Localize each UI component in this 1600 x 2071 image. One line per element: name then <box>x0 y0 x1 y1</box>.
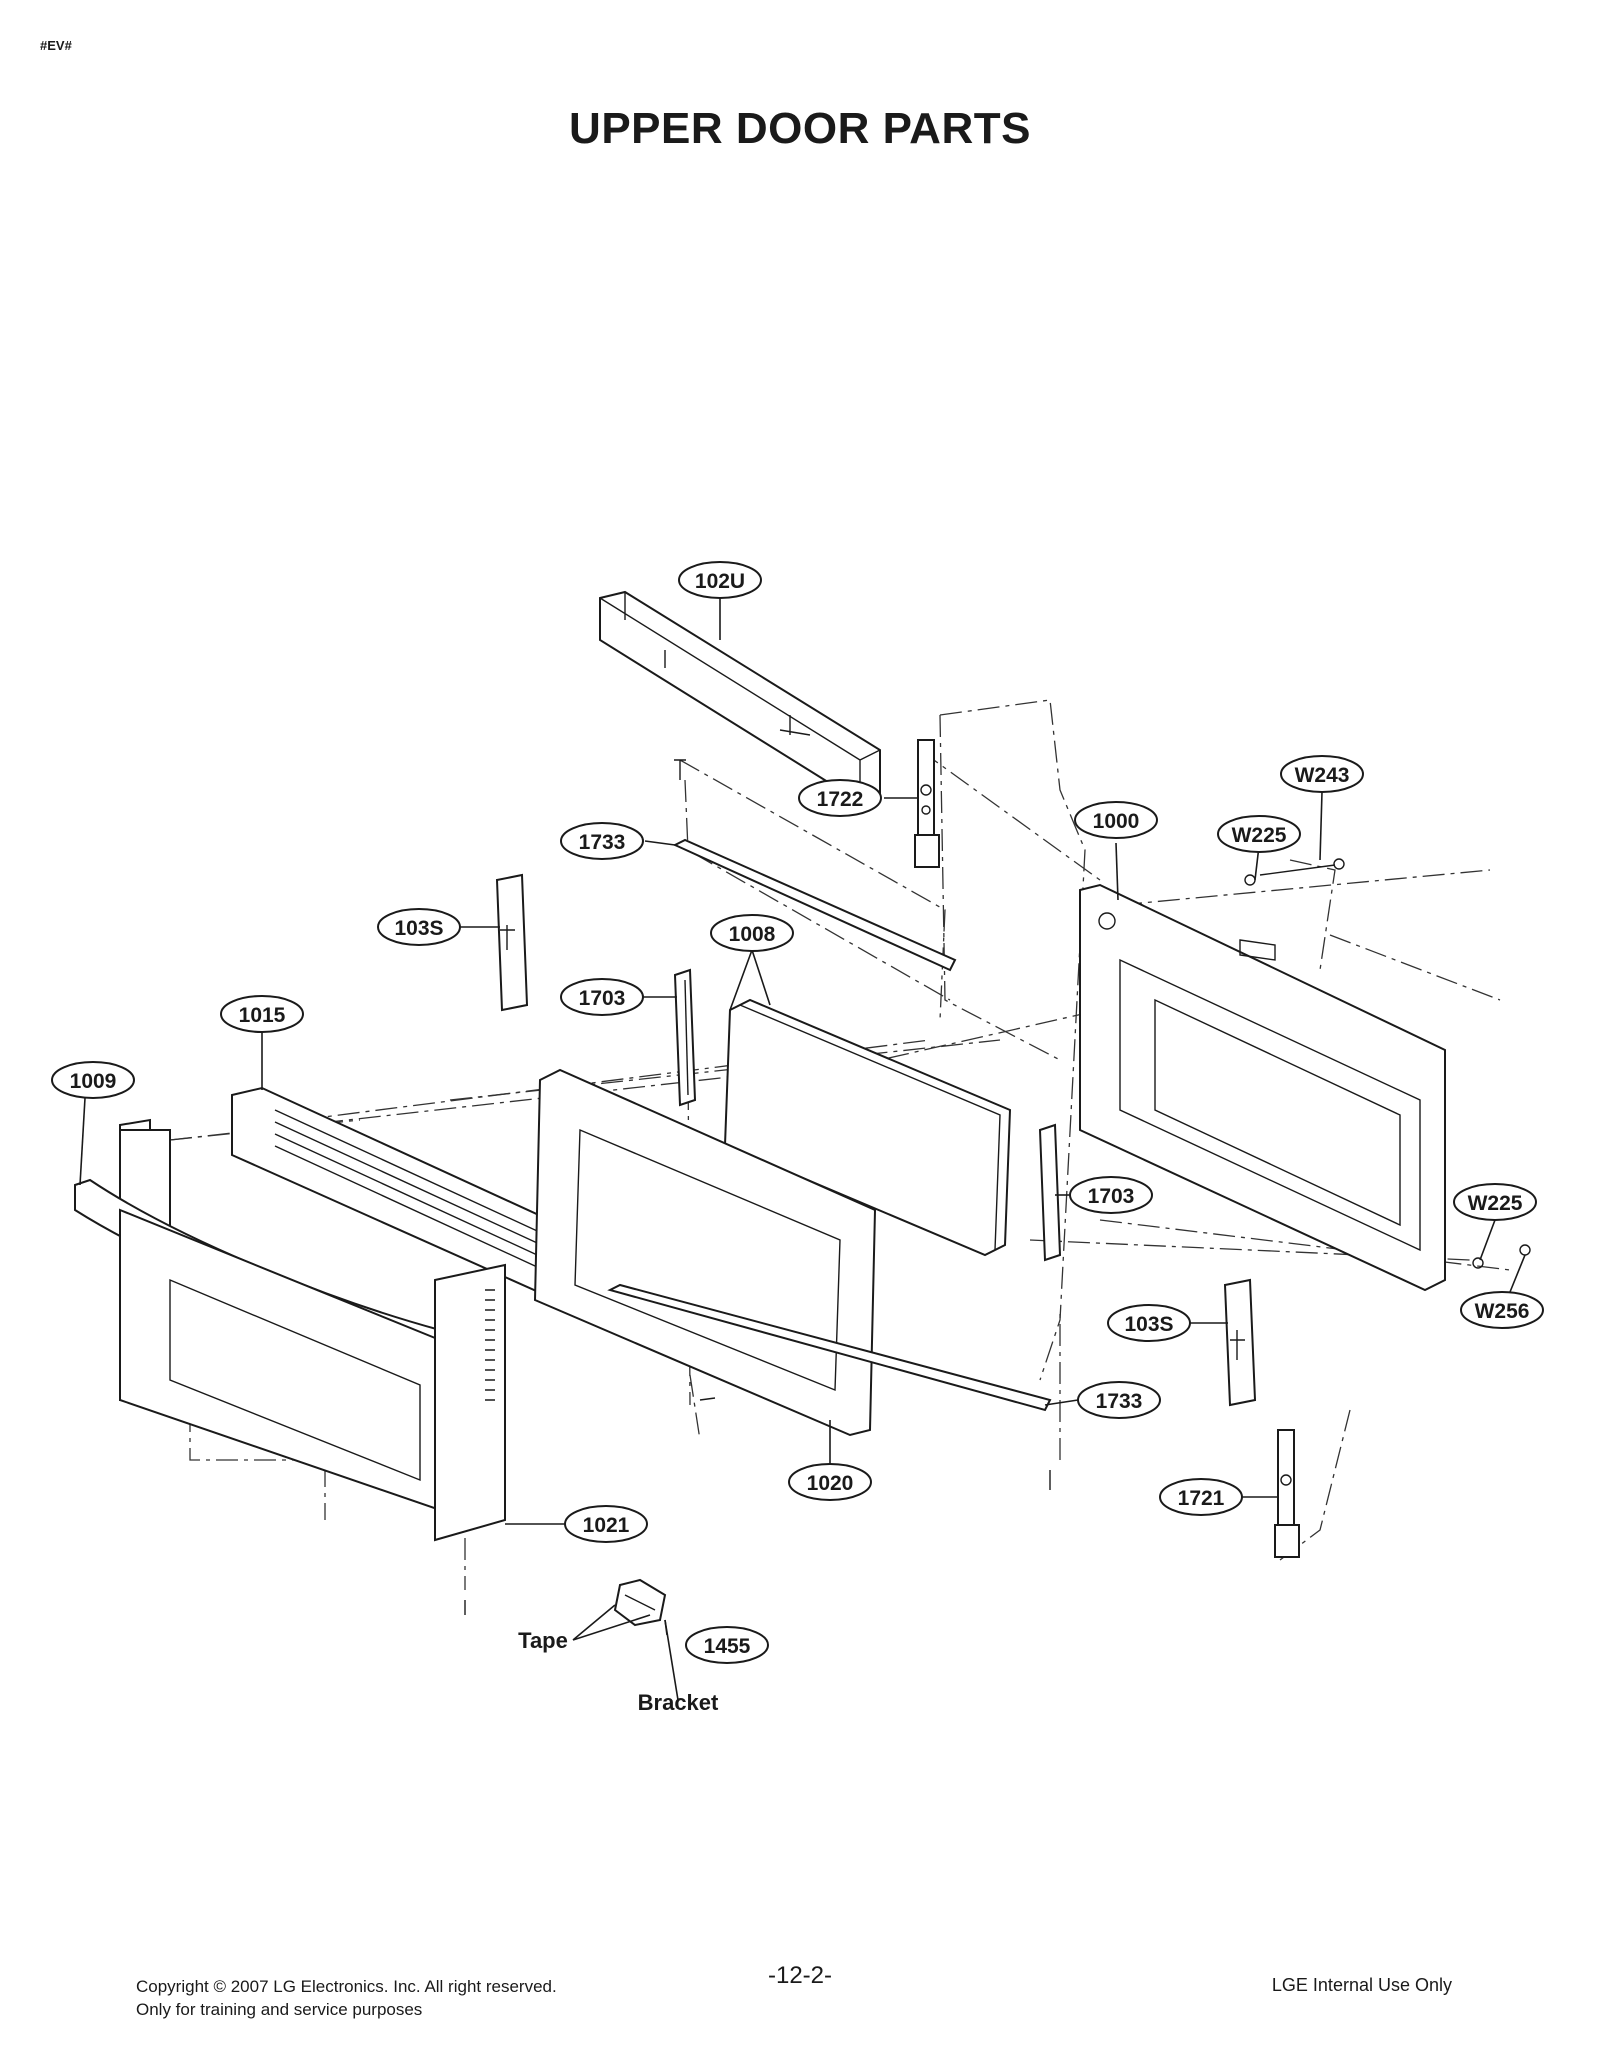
callout-1000: 1000 <box>1074 801 1158 839</box>
callout-1721-text: 1721 <box>1178 1487 1225 1510</box>
part-1000-door-frame <box>1079 883 1446 1292</box>
leader-lines <box>79 598 1526 1701</box>
callout-1722-text: 1722 <box>817 788 864 811</box>
callout-w225-right-text: W225 <box>1468 1192 1523 1215</box>
callout-w225-top-text: W225 <box>1232 824 1287 847</box>
callout-1722: 1722 <box>798 779 882 817</box>
callout-1008-text: 1008 <box>729 923 776 946</box>
callout-1703-right: 1703 <box>1069 1176 1153 1214</box>
callout-1733-bottom: 1733 <box>1077 1381 1161 1419</box>
callout-w256: W256 <box>1460 1291 1544 1329</box>
screws-w225-w243 <box>1244 858 1345 886</box>
callout-1455-text: 1455 <box>704 1635 751 1658</box>
part-1733-rail-top <box>672 838 957 972</box>
callout-102u: 102U <box>678 561 762 599</box>
callout-w243-text: W243 <box>1295 764 1350 787</box>
part-103s-left-block <box>495 873 529 1012</box>
callout-1021: 1021 <box>564 1505 648 1543</box>
callout-1455: 1455 <box>685 1626 769 1664</box>
document-code: #EV# <box>40 38 72 53</box>
bracket-label: Bracket <box>638 1690 719 1715</box>
callout-1703-right-text: 1703 <box>1088 1185 1135 1208</box>
part-102u-trim <box>599 590 881 804</box>
callout-1015-text: 1015 <box>239 1004 286 1027</box>
page-title: UPPER DOOR PARTS <box>569 104 1031 153</box>
callout-1021-text: 1021 <box>583 1514 630 1537</box>
part-1009-handle-and-door <box>74 1118 506 1542</box>
footer-copyright: Copyright © 2007 LG Electronics. Inc. Al… <box>136 1977 557 1996</box>
footer-copyright-block: Copyright © 2007 LG Electronics. Inc. Al… <box>136 1975 557 2021</box>
screws-bottom <box>464 1244 1531 1615</box>
screw-top <box>674 759 686 780</box>
callout-1020-text: 1020 <box>807 1472 854 1495</box>
callout-102u-text: 102U <box>695 570 745 593</box>
callout-1015: 1015 <box>220 995 304 1033</box>
callout-1733-top-text: 1733 <box>579 831 626 854</box>
footer-purpose: Only for training and service purposes <box>136 2000 423 2019</box>
callout-1733-top: 1733 <box>560 822 644 860</box>
callout-w225-top: W225 <box>1217 815 1301 853</box>
callout-103s-right-text: 103S <box>1124 1313 1173 1336</box>
callout-1008: 1008 <box>710 914 794 952</box>
tape-label: Tape <box>518 1628 568 1653</box>
callout-1009: 1009 <box>51 1061 135 1099</box>
callout-1000-text: 1000 <box>1093 810 1140 833</box>
part-1703-left-bracket <box>673 968 697 1107</box>
part-1733-rail-bottom <box>607 1283 1052 1412</box>
callout-w243: W243 <box>1280 755 1364 793</box>
footer-internal-use: LGE Internal Use Only <box>1271 1975 1452 1995</box>
callout-w256-text: W256 <box>1475 1300 1530 1323</box>
callout-w225-right: W225 <box>1453 1183 1537 1221</box>
callout-103s-left: 103S <box>377 908 461 946</box>
callout-1020: 1020 <box>788 1463 872 1501</box>
callout-1009-text: 1009 <box>70 1070 117 1093</box>
part-1721-hinge <box>1274 1429 1300 1558</box>
callout-1703-left-text: 1703 <box>579 987 626 1010</box>
part-1722-hinge <box>914 739 940 868</box>
part-1455-bracket <box>613 1578 667 1627</box>
callout-1721: 1721 <box>1159 1478 1243 1516</box>
callout-1733-bottom-text: 1733 <box>1096 1390 1143 1413</box>
page-number: -12-2- <box>767 1962 833 1989</box>
callout-103s-right: 103S <box>1107 1304 1191 1342</box>
part-103s-right-block <box>1223 1278 1257 1407</box>
part-1703-right-bracket <box>1038 1123 1062 1262</box>
part-1020-inner-panel <box>533 1068 877 1437</box>
callout-1703-left: 1703 <box>560 978 644 1016</box>
callout-103s-left-text: 103S <box>394 917 443 940</box>
